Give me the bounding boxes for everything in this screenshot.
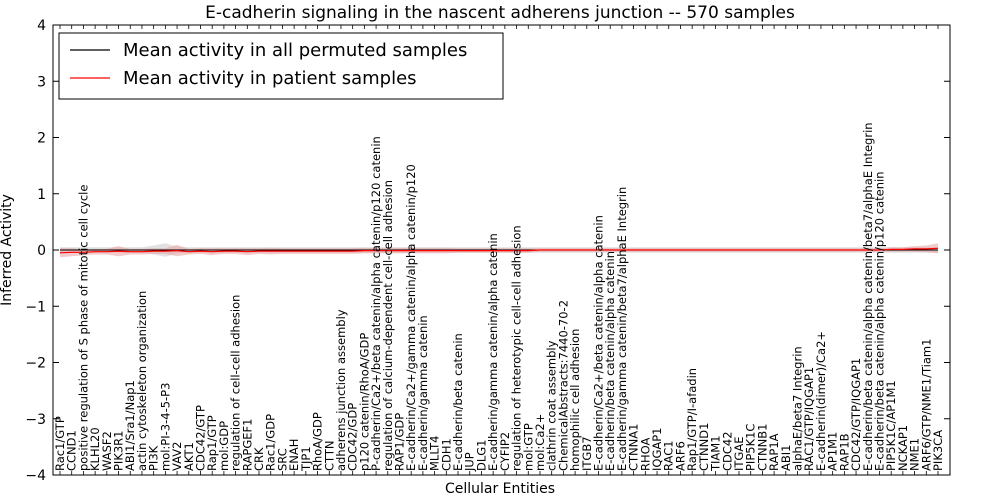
entity-label: ARF6/GTP/NME1/Tiam1 bbox=[919, 339, 933, 471]
entity-label: ITGAE bbox=[732, 437, 746, 471]
legend-box bbox=[58, 32, 504, 100]
entity-label: RAP1B bbox=[837, 433, 851, 471]
entity-label: homophilic cell adhesion bbox=[568, 329, 582, 471]
entity-label: Rac1/GTP bbox=[53, 416, 67, 471]
entity-label: RHOA bbox=[638, 438, 652, 471]
entity-label: CDC42 bbox=[720, 431, 734, 471]
entity-label: E-cadherin/gamma catenin/beta7/alphaE In… bbox=[615, 187, 629, 471]
entity-label: E-cadherin/beta catenin/alpha catenin bbox=[603, 251, 617, 471]
entity-label: AP1M1 bbox=[826, 432, 840, 471]
entity-label: CTNNB1 bbox=[755, 424, 769, 471]
entity-label: CRK bbox=[252, 447, 266, 471]
entity-label: WASF2 bbox=[100, 431, 114, 471]
entity-label: PIP5K1C bbox=[744, 424, 758, 471]
legend: Mean activity in all permuted samples Me… bbox=[58, 32, 504, 100]
plot-frame bbox=[52, 24, 951, 476]
entity-label: regulation of heterotypic cell-cell adhe… bbox=[510, 225, 524, 471]
y-tick-label: −2 bbox=[25, 356, 46, 372]
entity-label: NME1 bbox=[908, 438, 922, 471]
y-axis-label: Inferred Activity bbox=[0, 194, 15, 306]
entity-label: RhoA/GDP bbox=[311, 412, 325, 471]
entity-label: NCKAP1 bbox=[896, 425, 910, 471]
entity-label: E-cadherin/beta catenin/alpha catenin/p1… bbox=[873, 172, 887, 472]
entity-label: CTNNA1 bbox=[627, 424, 641, 471]
y-tick-label: −1 bbox=[25, 299, 46, 315]
entity-label: positive regulation of S phase of mitoti… bbox=[76, 185, 90, 471]
entity-label: CTNND1 bbox=[697, 423, 711, 471]
entity-label: mol:GDP bbox=[217, 421, 231, 471]
entity-label: DLG1 bbox=[474, 440, 488, 472]
entity-label: Rap1/GTP/I-afadin bbox=[685, 368, 699, 471]
entity-label: CYFIP2 bbox=[498, 432, 512, 471]
x-axis-label: Cellular Entities bbox=[445, 481, 555, 497]
entity-label: RAP1/GDP bbox=[393, 413, 407, 471]
entity-label: RAC1 bbox=[662, 440, 676, 471]
entity-label: ARF6 bbox=[674, 441, 688, 471]
legend-label-patient: Mean activity in patient samples bbox=[123, 68, 417, 89]
y-tick-label: 1 bbox=[37, 187, 46, 203]
entity-label: alphaE/beta7 Integrin bbox=[791, 346, 805, 471]
entity-label: TJP1 bbox=[299, 446, 313, 472]
entity-label: E-cadherin/gamma catenin/alpha catenin bbox=[486, 233, 500, 471]
y-tick-label: 4 bbox=[37, 18, 46, 34]
entity-label: Rap1/GTP bbox=[205, 415, 219, 471]
y-tick-label: −4 bbox=[25, 468, 46, 484]
entity-label: E-cadherin/gamma catenin bbox=[416, 315, 430, 471]
entity-label: TIAM1 bbox=[709, 435, 723, 472]
entity-label: adherens junction assembly bbox=[334, 309, 348, 471]
entity-label: Rac1/GDP bbox=[264, 414, 278, 471]
entity-label: P-cadherin/Ca2+/beta catenin/alpha caten… bbox=[369, 136, 383, 471]
entity-label: E-cadherin/Ca2+/gamma catenin/alpha cate… bbox=[404, 164, 418, 471]
entity-label: CTTN bbox=[322, 441, 336, 471]
entity-label: E-cadherin/beta catenin bbox=[451, 333, 465, 471]
entity-label: ChemicalAbstracts:7440-70-2 bbox=[556, 300, 570, 471]
entity-label: VAV2 bbox=[170, 442, 184, 471]
y-tick-label: 0 bbox=[37, 243, 46, 259]
entity-label: RAP1A bbox=[767, 433, 781, 471]
patient-mean-line bbox=[59, 247, 939, 254]
entity-label: mol:GTP bbox=[521, 423, 535, 471]
entity-label: MLLT4 bbox=[428, 436, 442, 472]
entity-label: p120 catenin/RhoA/GDP bbox=[357, 333, 371, 471]
entity-label: E-cadherin/Ca2+/beta catenin/alpha caten… bbox=[592, 215, 606, 471]
entity-label: PIP5K1C/AP1M1 bbox=[884, 380, 898, 471]
legend-label-permuted: Mean activity in all permuted samples bbox=[123, 40, 467, 61]
entity-label: CDC42/GTP bbox=[194, 405, 208, 471]
entity-label: RAC1/GTP/IQGAP1 bbox=[802, 367, 816, 471]
entity-label: PIK3CA bbox=[931, 430, 945, 471]
entity-label: CDC42/GTP/IQGAP1 bbox=[849, 358, 863, 471]
entity-label: clathrin coat assembly bbox=[545, 340, 559, 471]
entity-label: ENAH bbox=[287, 439, 301, 471]
entity-label: PI3K bbox=[147, 445, 161, 471]
entity-label: ITGB7 bbox=[580, 436, 594, 471]
entity-label: ABI1/Sra1/Nap1 bbox=[123, 380, 137, 471]
entity-label: ABI1 bbox=[779, 445, 793, 471]
y-axis: −4 −3 −2 −1 0 1 2 3 4 bbox=[25, 18, 950, 484]
entity-label: CCND1 bbox=[65, 430, 79, 471]
entity-label: mol:Ca2+ bbox=[533, 414, 547, 471]
entity-label: SRC bbox=[275, 448, 289, 471]
y-tick-label: −3 bbox=[25, 412, 46, 428]
entity-label: E-cadherin/beta catenin/alpha catenin/be… bbox=[861, 122, 875, 471]
entity-label: AKT1 bbox=[182, 442, 196, 471]
entity-label: actin cytoskeleton organization bbox=[135, 291, 149, 471]
entity-label: RAPGEF1 bbox=[240, 419, 254, 471]
y-tick-label: 2 bbox=[37, 131, 46, 147]
entity-label: mol:PI-3-4-5-P3 bbox=[158, 383, 172, 471]
y-tick-label: 3 bbox=[37, 74, 46, 90]
entity-label: PIK3R1 bbox=[112, 431, 126, 472]
x-axis bbox=[59, 25, 939, 475]
entity-label: E-cadherin(dimer)/Ca2+ bbox=[814, 331, 828, 471]
entity-label: IQGAP1 bbox=[650, 428, 664, 471]
plot-lines bbox=[59, 247, 939, 254]
entity-label: CDH1 bbox=[439, 438, 453, 471]
entity-label: KLHL20 bbox=[88, 427, 102, 471]
entity-label: regulation of calcium-dependent cell-cel… bbox=[381, 180, 395, 471]
entity-label: regulation of cell-cell adhesion bbox=[229, 295, 243, 471]
entity-label: JUP bbox=[463, 452, 477, 472]
chart-title: E-cadherin signaling in the nascent adhe… bbox=[205, 3, 795, 23]
entity-label: CDC42/GDP bbox=[346, 403, 360, 471]
